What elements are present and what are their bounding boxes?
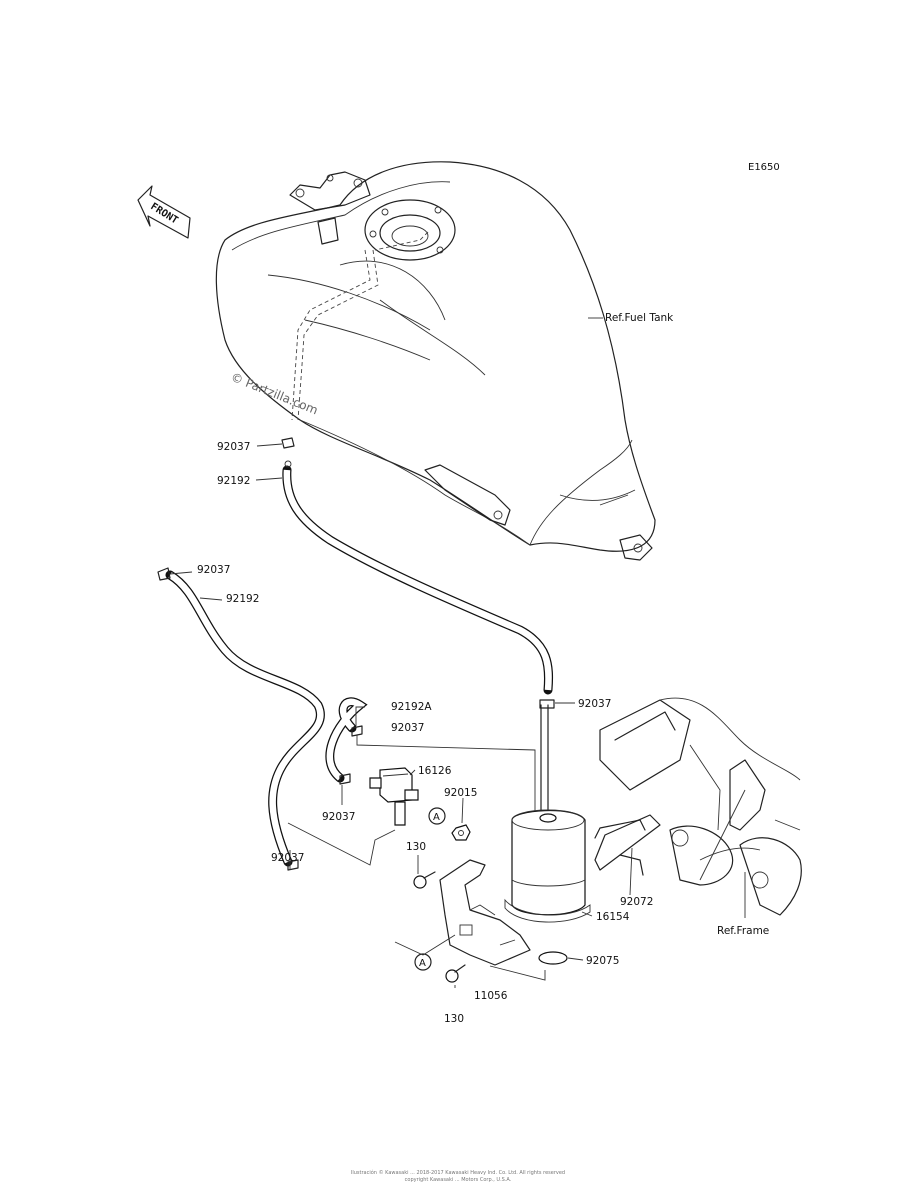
watermark: © Partzilla.com — [229, 370, 320, 418]
callout-label[interactable]: 16126 — [418, 765, 452, 777]
leader-lines — [169, 317, 746, 988]
bracket-11056 — [439, 859, 531, 966]
footer-line-1: Ilustración © Kawasaki ... 2018-2017 Kaw… — [351, 1169, 565, 1176]
callout-label[interactable]: 92037 — [578, 698, 611, 710]
callout-label[interactable]: 92075 — [586, 955, 619, 967]
svg-text:A: A — [419, 958, 426, 969]
callout-label[interactable]: 92192 — [217, 475, 250, 487]
callout-label[interactable]: 16154 — [596, 911, 630, 923]
front-label: FRONT — [148, 201, 179, 226]
callout-label[interactable]: 130 — [406, 841, 426, 853]
hose-92192a — [325, 697, 368, 783]
callout-label[interactable]: 92037 — [322, 811, 355, 823]
ref-fuel-tank-label: Ref.Fuel Tank — [605, 312, 674, 324]
connect-line-1 — [356, 735, 536, 830]
ref-frame-label: Ref.Frame — [717, 925, 769, 937]
callout-label[interactable]: 92015 — [444, 787, 477, 799]
front-arrow-icon: FRONT — [137, 185, 191, 239]
callout-label[interactable]: 92072 — [620, 896, 653, 908]
callout-label[interactable]: 92037 — [391, 722, 424, 734]
callout-marker-a-2: A — [414, 953, 432, 971]
svg-text:A: A — [433, 812, 440, 823]
frame — [599, 697, 802, 916]
fuel-tank — [215, 161, 656, 561]
connect-line-2 — [287, 822, 396, 866]
diagram-code: E1650 — [748, 162, 780, 173]
canister-16154 — [504, 809, 591, 923]
callout-label[interactable]: 92192 — [226, 593, 259, 605]
callout-label[interactable]: 92192A — [391, 701, 432, 713]
hose-92192-upper — [282, 465, 553, 695]
footer-line-2: copyright Kawasaki ... Motors Corp., U.S… — [405, 1177, 512, 1183]
valve-16126 — [369, 767, 419, 826]
nut-92015 — [451, 824, 471, 841]
callout-label[interactable]: 92037 — [217, 441, 250, 453]
callout-label[interactable]: 92037 — [271, 852, 304, 864]
clamp-icon — [157, 437, 555, 871]
bracket-92072 — [594, 814, 661, 876]
bolt-icon — [413, 871, 466, 983]
callout-label[interactable]: 11056 — [474, 990, 508, 1002]
cap-92075 — [538, 951, 568, 965]
hose-92192-lower — [165, 570, 325, 867]
callout-label[interactable]: 92037 — [197, 564, 230, 576]
callout-label[interactable]: 130 — [444, 1013, 464, 1025]
callout-marker-a-1: A — [428, 807, 446, 825]
